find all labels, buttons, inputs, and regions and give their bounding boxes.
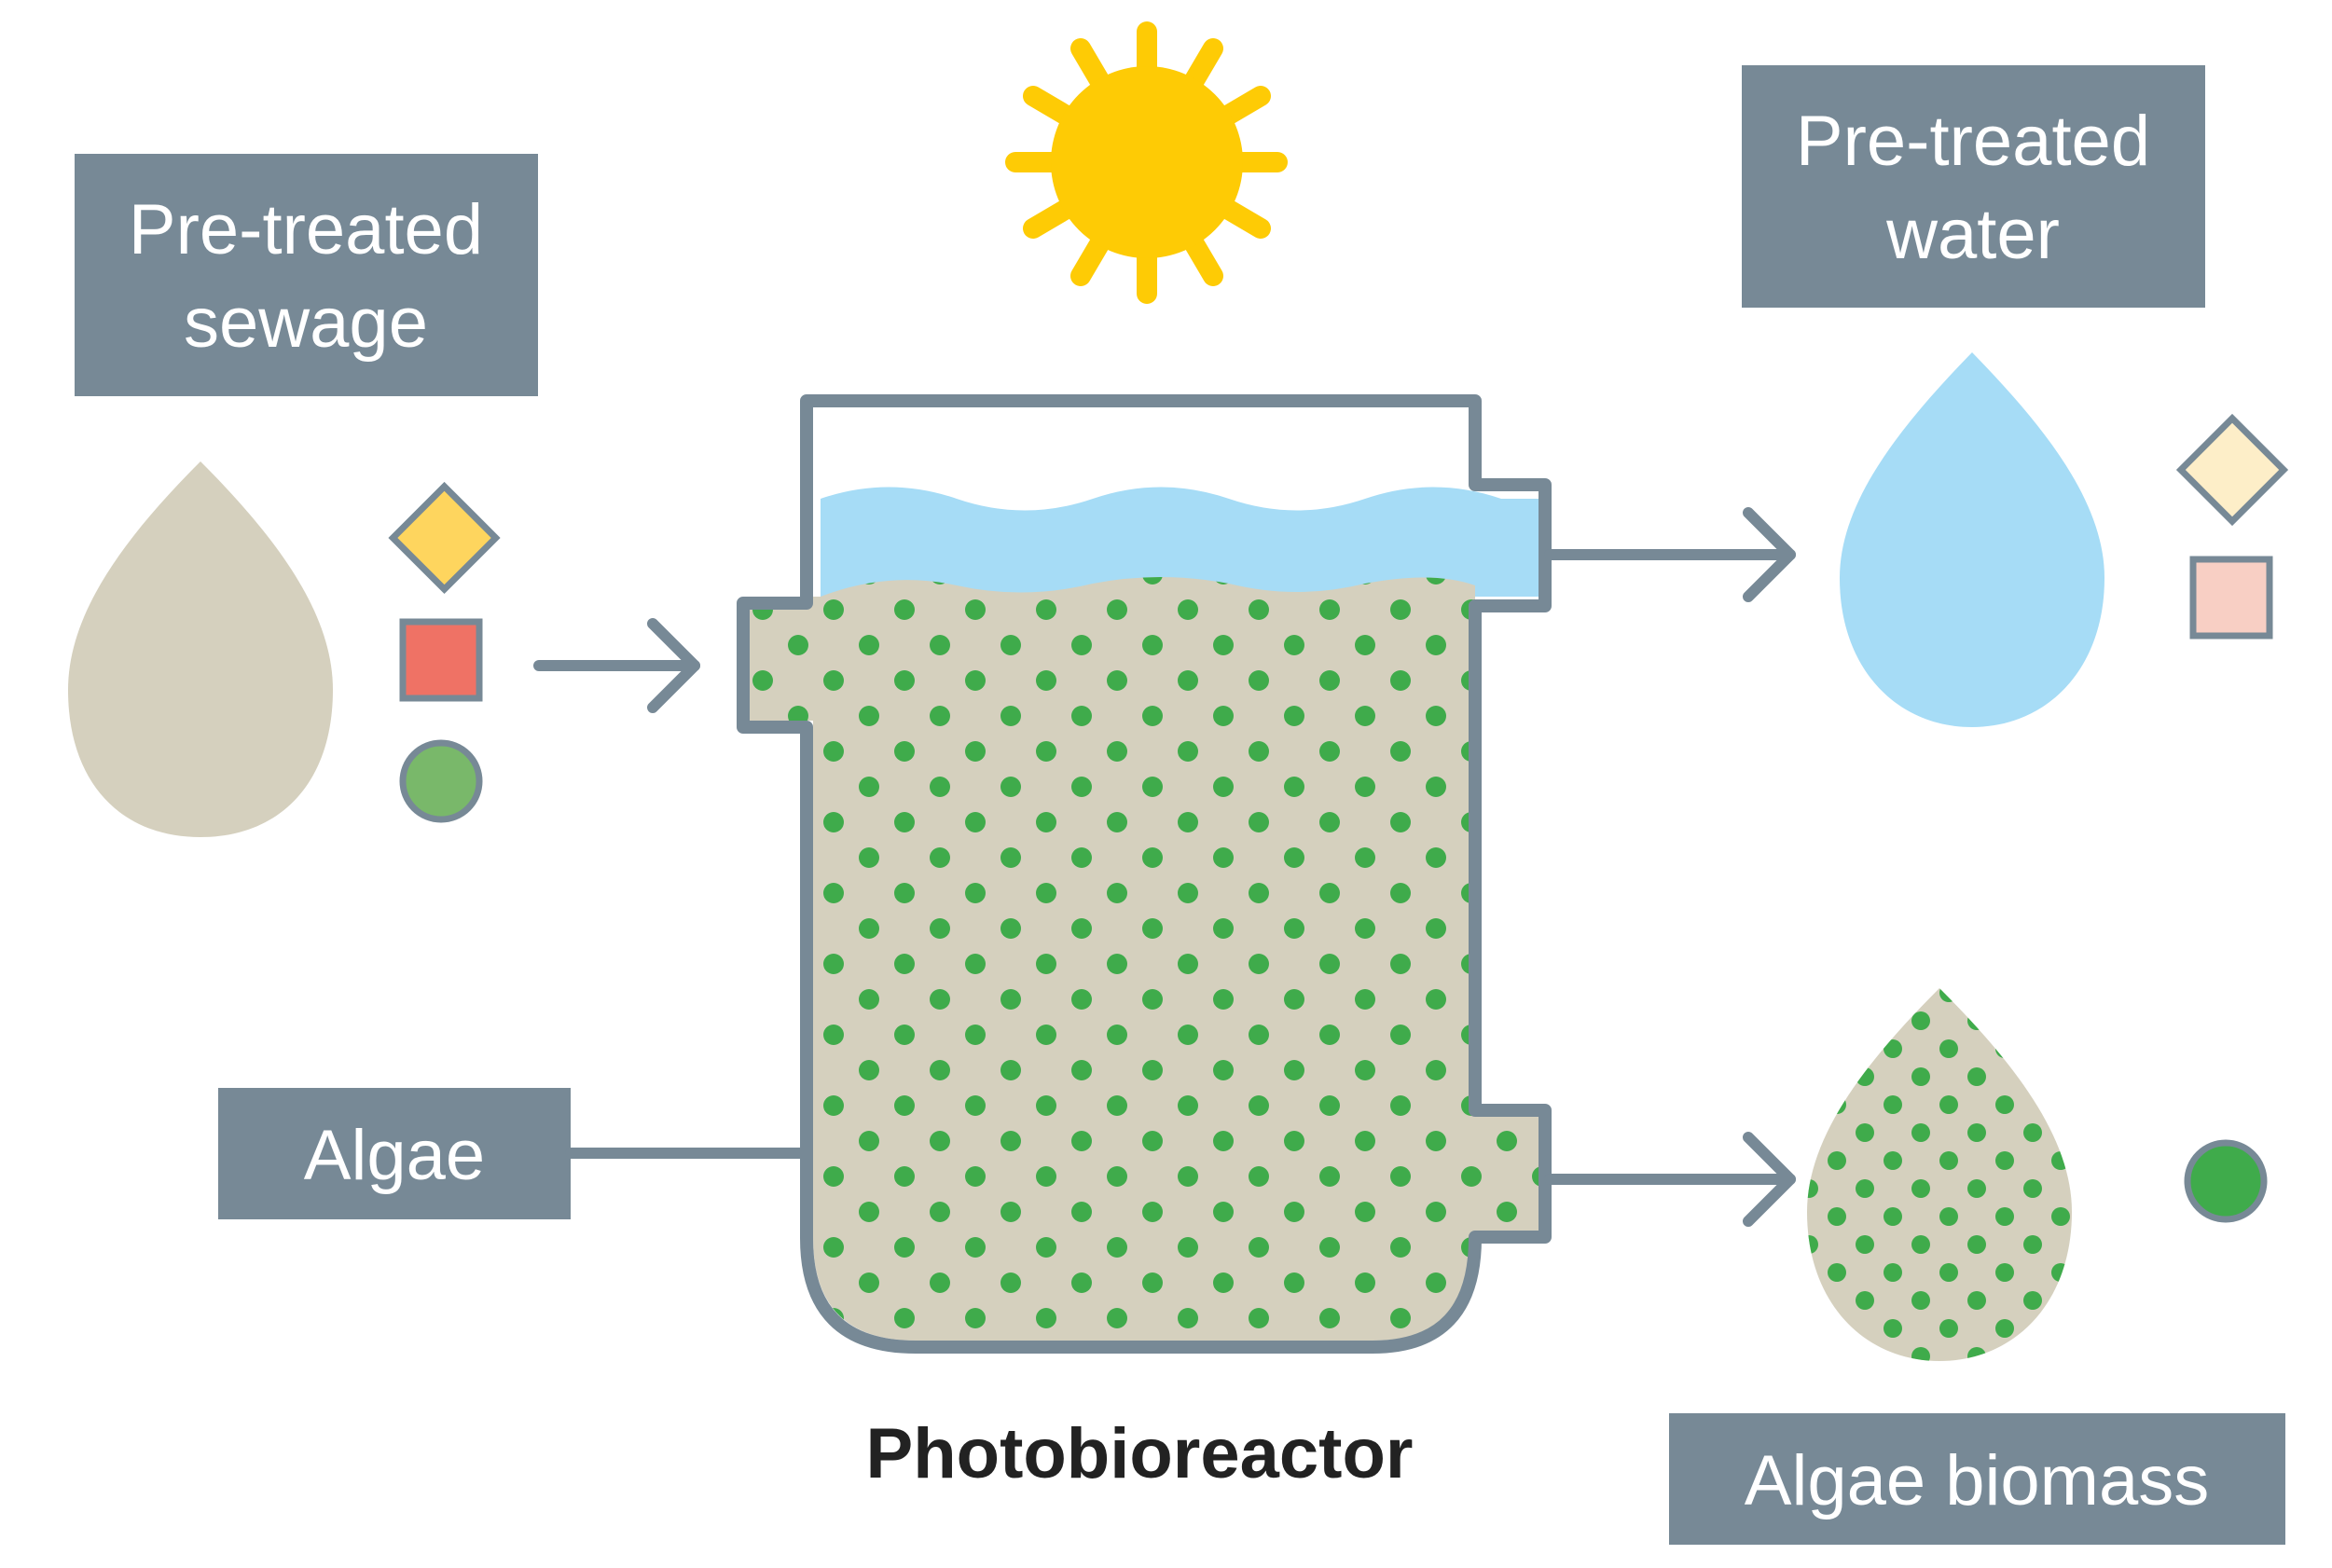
water-label: Pre-treated water — [1742, 65, 2205, 308]
biomass-outlet-arrow-icon — [1544, 1132, 1796, 1227]
sewage-nutrients — [388, 481, 501, 823]
sewage-label-line1: Pre-treated — [129, 190, 483, 269]
reactor-contents — [743, 487, 1545, 1341]
water-drop-icon — [1840, 352, 2104, 727]
sewage-drop-icon — [68, 461, 333, 837]
sewage-label: Pre-treated sewage — [75, 154, 538, 396]
algae-label-text: Algae — [304, 1116, 485, 1195]
biomass-label-text: Algae biomass — [1745, 1441, 2210, 1520]
sun-icon — [1005, 21, 1288, 304]
water-label-line2: water — [1885, 195, 2060, 274]
photobioreactor-vessel — [737, 394, 1552, 1354]
inlet-arrow-icon — [533, 618, 700, 713]
water-label-line1: Pre-treated — [1796, 102, 2150, 181]
water-outlet-arrow-icon — [1544, 507, 1796, 602]
water-layer — [821, 487, 1539, 597]
algae-dots — [743, 577, 1475, 1341]
biomass-circle-icon — [2184, 1139, 2268, 1223]
algae-label: Algae — [218, 1088, 571, 1219]
square-icon — [2189, 556, 2273, 640]
biomass-label: Algae biomass — [1669, 1413, 2285, 1545]
diamond-icon — [388, 481, 501, 595]
circle-icon — [399, 739, 483, 823]
outlet-dots — [1475, 1117, 1545, 1231]
sewage-label-line2: sewage — [184, 283, 428, 363]
biomass-drop-icon — [1807, 988, 2072, 1361]
reactor-caption: Photobioreactor — [866, 1414, 1414, 1493]
diamond-icon — [2175, 413, 2289, 527]
square-icon — [399, 618, 483, 702]
water-nutrients — [2175, 413, 2289, 640]
